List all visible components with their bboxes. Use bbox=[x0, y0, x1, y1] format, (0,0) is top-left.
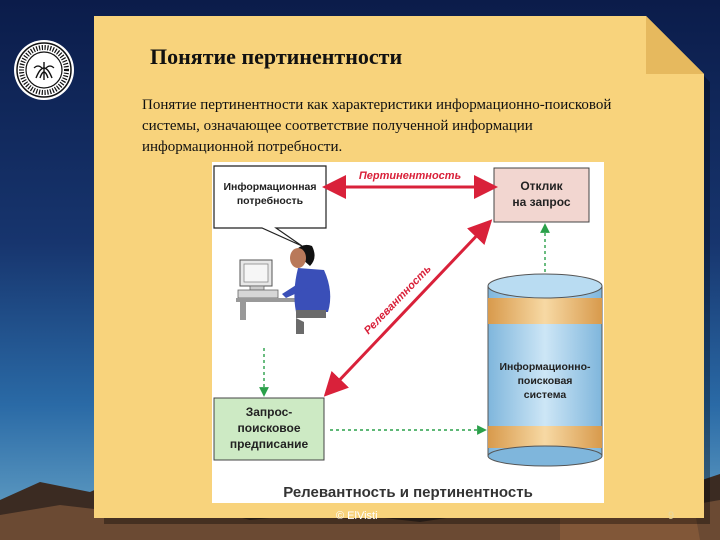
response-box: Отклик на запрос bbox=[493, 167, 590, 223]
relevance-pertinence-diagram: Информационная потребность Отклик на зап… bbox=[212, 162, 604, 503]
query-label-line3: предписание bbox=[230, 437, 309, 451]
slide-page-number: 9 bbox=[668, 510, 675, 522]
pertinence-arrow: Пертинентность bbox=[322, 170, 498, 199]
flow-arrows bbox=[259, 223, 550, 435]
diagram-caption: Релевантность и пертинентность bbox=[283, 484, 533, 501]
person-at-computer-illustration bbox=[236, 244, 331, 334]
information-need-bubble: Информационная потребность bbox=[213, 165, 327, 247]
system-label-line2: поисковая bbox=[518, 375, 573, 387]
query-label-line2: поисковое bbox=[237, 421, 300, 435]
slide-title: Понятие пертинентности bbox=[150, 44, 403, 69]
system-label-line3: система bbox=[524, 389, 567, 401]
system-label-line1: Информационно- bbox=[499, 361, 591, 373]
information-need-label-line2: потребность bbox=[237, 195, 304, 207]
footer-copyright: © ElVisti bbox=[336, 510, 378, 522]
pertinence-label: Пертинентность bbox=[359, 170, 461, 182]
response-label-line1: Отклик bbox=[520, 179, 563, 193]
slide-body-text: Понятие пертинентности как характеристик… bbox=[142, 97, 612, 155]
information-need-label-line1: Информационная bbox=[223, 181, 316, 193]
response-label-line2: на запрос bbox=[512, 195, 570, 209]
university-seal-logo bbox=[14, 40, 74, 100]
query-label-line1: Запрос- bbox=[246, 405, 293, 419]
query-box: Запрос- поисковое предписание bbox=[213, 397, 325, 461]
information-retrieval-system-cylinder: Информационно- поисковая система bbox=[487, 273, 603, 467]
